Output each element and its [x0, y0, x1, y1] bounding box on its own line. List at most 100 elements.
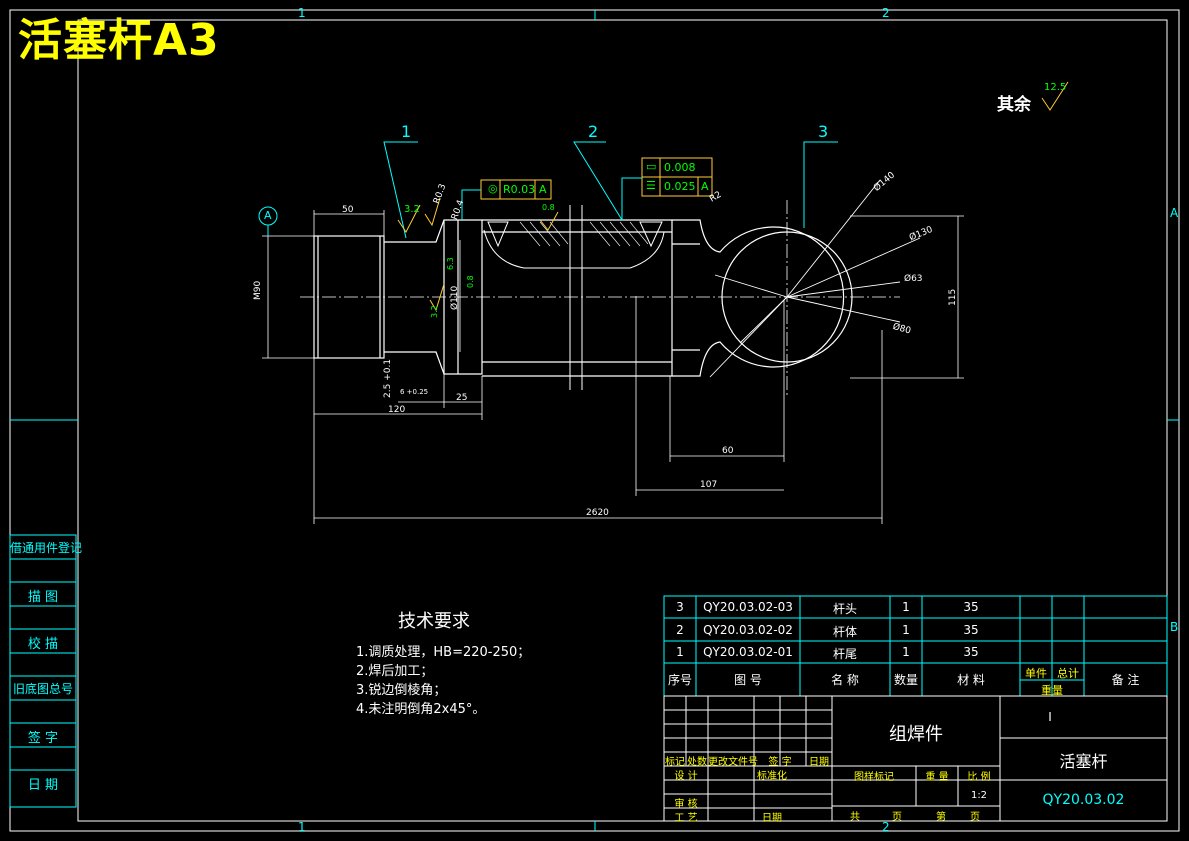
tb-page-label2: 页 — [970, 812, 980, 823]
bom-header-qty: 数量 — [893, 673, 918, 687]
tb-page-label: 页 — [892, 812, 902, 823]
bom-header-weight: 重量 — [1041, 684, 1063, 697]
dim-d110: Ø110 — [450, 285, 460, 310]
dim-m90: M90 — [253, 280, 263, 300]
tech-item-1: 1.调质处理，HB=220-250； — [356, 645, 531, 660]
zone-side-b: B — [1170, 620, 1179, 634]
datum-a-label: A — [264, 209, 272, 222]
tb-review: 审 核 — [674, 799, 698, 810]
part-name: 活塞杆 — [1059, 752, 1108, 771]
other-roughness-value: 12.5 — [1044, 82, 1067, 93]
tb-scale-label: 比 例 — [967, 772, 991, 783]
tb-design: 设 计 — [674, 771, 698, 782]
dimension-lines — [262, 210, 964, 524]
bom-row3-code: QY20.03.02-03 — [703, 600, 793, 614]
inner-frame — [77, 19, 1168, 822]
tb-process: 工 艺 — [674, 813, 698, 824]
roughness-0-8-b: 0.8 — [466, 275, 475, 288]
weld-hatch — [519, 221, 649, 247]
bom-row2-qty: 1 — [902, 623, 910, 637]
bom-row3-qty: 1 — [902, 600, 910, 614]
title-block — [663, 695, 1168, 822]
tb-sign: 签 字 — [768, 757, 792, 768]
balloon-1: 1 — [401, 122, 412, 141]
bom-row2-no: 2 — [676, 623, 684, 637]
parallel-frame — [641, 176, 713, 197]
tb-stage-mark: 图样标记 — [854, 772, 894, 783]
tb-mark: 标记 — [665, 757, 685, 768]
bom-header-remark: 备 注 — [1111, 673, 1140, 687]
tech-item-3: 3.锐边倒棱角； — [356, 683, 447, 698]
bom-row2-material: 35 — [963, 623, 979, 637]
dim-50: 50 — [342, 205, 354, 215]
bom-row2-code: QY20.03.02-02 — [703, 623, 793, 637]
runout-datum: A — [539, 183, 547, 196]
bom-header-material: 材 料 — [957, 673, 985, 687]
tb-qty-mark: 处数 — [687, 757, 707, 768]
side-label-6: 日 期 — [27, 778, 59, 793]
bom-row1-no: 1 — [676, 645, 684, 659]
roughness-3-2: 3.2 — [404, 204, 420, 215]
side-label-4: 旧底图总号 — [12, 682, 73, 696]
dim-25: 25 — [456, 393, 468, 403]
tb-scale: 1:2 — [970, 790, 988, 801]
dim-107: 107 — [700, 480, 718, 490]
tb-date2: 日期 — [762, 813, 782, 824]
dim-6: 6 +0.25 — [400, 388, 429, 396]
side-label-1: 借通用件登记 — [10, 541, 83, 555]
bom-row1-name: 杆尾 — [832, 647, 857, 661]
runout-value: R0.03 — [503, 183, 536, 196]
tb-standard: 标准化 — [757, 771, 787, 782]
bom-header-code: 图 号 — [734, 673, 762, 687]
bom-row3-name: 杆头 — [832, 602, 857, 616]
bom-header-total: 总计 — [1057, 667, 1079, 680]
part-outline — [313, 219, 853, 377]
tb-change-doc: 更改文件号 — [708, 757, 758, 768]
tech-requirements-title: 技术要求 — [398, 611, 470, 632]
tb-sheet-label: 第 — [936, 812, 946, 823]
assembly-type: 组焊件 — [889, 724, 943, 745]
drawing-title: 活塞杆A3 — [18, 15, 220, 66]
balloon-3: 3 — [818, 122, 829, 141]
tb-date: 日期 — [809, 757, 829, 768]
tech-item-2: 2.焊后加工； — [356, 664, 434, 679]
bom-row1-material: 35 — [963, 645, 979, 659]
zone-top-1: 1 — [298, 6, 306, 20]
zone-side-a: A — [1170, 206, 1179, 220]
flatness-symbol-icon: ▭ — [646, 160, 657, 173]
small-mark: I — [1048, 710, 1052, 724]
zone-bottom-2: 2 — [882, 820, 890, 834]
bom-row1-code: QY20.03.02-01 — [703, 645, 793, 659]
tb-total-label: 共 — [850, 812, 860, 823]
zone-top-2: 2 — [882, 6, 890, 20]
roughness-3-2-b: 3.2 — [430, 305, 439, 318]
side-table — [9, 534, 77, 808]
roughness-0-8: 0.8 — [542, 203, 555, 212]
bom-row3-no: 3 — [676, 600, 684, 614]
runout-symbol-icon: ◎ — [488, 182, 498, 195]
bom-row2-name: 杆体 — [832, 625, 857, 639]
side-label-2: 描 图 — [27, 590, 59, 605]
dim-2620: 2620 — [586, 508, 609, 518]
parallel-symbol-icon: ☰ — [646, 179, 656, 192]
dim-115: 115 — [948, 288, 958, 306]
drawing-number: QY20.03.02 — [1042, 792, 1125, 808]
dim-d63: Ø63 — [904, 274, 923, 284]
dim-120: 120 — [388, 405, 406, 415]
bom-row1-qty: 1 — [902, 645, 910, 659]
bom-table — [663, 595, 1168, 697]
bom-header-no: 序号 — [667, 673, 692, 687]
dim-2-5: 2.5 +0.1 — [383, 358, 393, 398]
side-label-5: 签 字 — [27, 731, 59, 746]
bom-row3-material: 35 — [963, 600, 979, 614]
parallel-value: 0.025 — [664, 180, 696, 193]
tech-item-4: 4.未注明倒角2x45°。 — [356, 702, 486, 717]
dim-60: 60 — [722, 446, 734, 456]
bom-header-name: 名 称 — [831, 673, 859, 687]
roughness-6-3: 6.3 — [446, 257, 455, 270]
zone-bottom-1: 1 — [298, 820, 306, 834]
balloon-2: 2 — [588, 122, 599, 141]
flatness-value: 0.008 — [664, 161, 696, 174]
bom-header-unit: 单件 — [1025, 667, 1047, 680]
